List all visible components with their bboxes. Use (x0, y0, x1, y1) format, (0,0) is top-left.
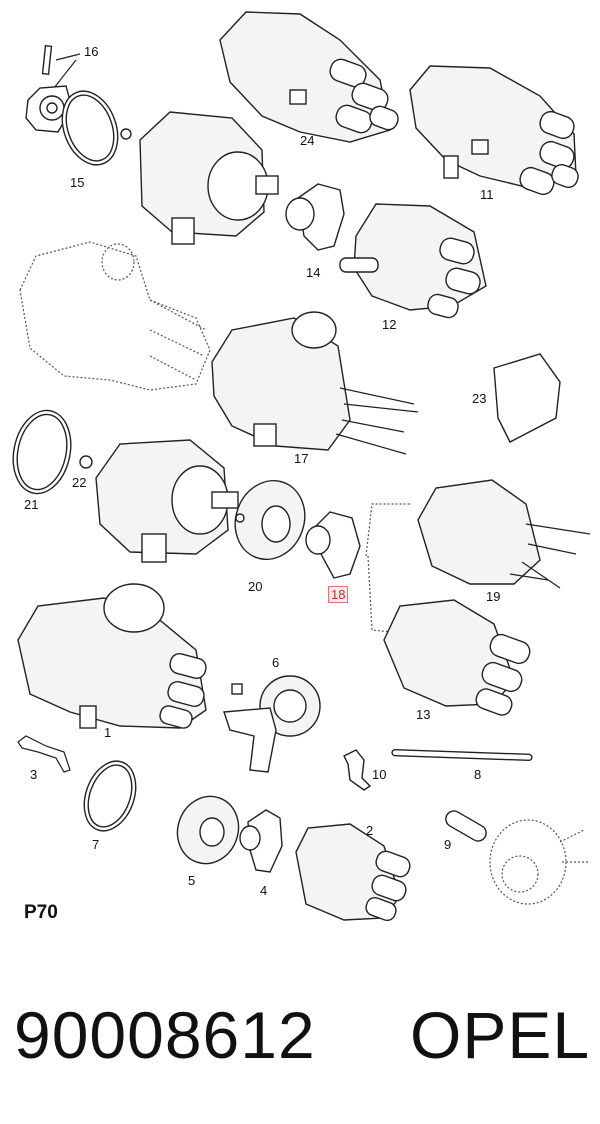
label-8: 8 (474, 767, 482, 782)
plate-5-drawing (176, 795, 240, 865)
brand-name: OPEL (410, 998, 591, 1072)
cap-11-drawing (409, 65, 579, 196)
washer-22-drawing (79, 455, 93, 469)
page-code: P70 (24, 902, 58, 923)
label-24: 24 (300, 133, 315, 148)
pin-16-drawing (41, 44, 81, 89)
seal-ring-7-drawing (83, 760, 137, 832)
label-12: 12 (382, 317, 397, 332)
parts-diagram: 16 15 24 11 14 12 23 17 21 22 20 18 19 1… (12, 11, 591, 922)
label-17: 17 (294, 451, 309, 466)
label-16: 16 (84, 44, 99, 59)
label-10: 10 (372, 767, 387, 782)
label-6: 6 (272, 655, 280, 670)
footer: 90008612 OPEL (0, 990, 600, 1080)
label-5: 5 (188, 873, 196, 888)
label-22: 22 (72, 475, 87, 490)
label-18-highlighted: 18 (328, 586, 349, 603)
label-13: 13 (416, 707, 431, 722)
vacuum-unit-6-drawing (223, 675, 321, 773)
label-4: 4 (260, 883, 268, 898)
label-3: 3 (30, 767, 38, 782)
label-21: 21 (24, 497, 39, 512)
rotor-18-drawing (305, 511, 361, 579)
part-number: 90008612 (14, 998, 316, 1072)
distributor-housing-drawing (95, 439, 239, 563)
connector-lines (365, 503, 412, 633)
cap-2-drawing (295, 823, 411, 922)
rotor-4-drawing (239, 809, 283, 873)
label-14: 14 (306, 265, 321, 280)
seal-ring-21-drawing (12, 409, 72, 495)
cap-17-drawing (211, 311, 419, 455)
distributor-assembly-1-drawing (17, 583, 207, 729)
reference-vacuum-outline (489, 819, 590, 905)
label-1: 1 (104, 725, 112, 740)
cover-23-drawing (493, 353, 561, 443)
label-19: 19 (486, 589, 501, 604)
rotor-14-drawing (285, 183, 345, 251)
hose-10-drawing (343, 749, 372, 791)
cap-24-drawing (219, 11, 399, 143)
cap-13-drawing (383, 599, 531, 716)
cap-19-drawing (417, 479, 591, 589)
label-23: 23 (472, 391, 487, 406)
label-7: 7 (92, 837, 100, 852)
bracket-15-drawing (25, 85, 132, 166)
rod-8-drawing (391, 748, 533, 762)
cap-12-drawing (339, 203, 487, 319)
exploded-view-drawing (12, 11, 591, 922)
label-2: 2 (366, 823, 374, 838)
plate-20-drawing (234, 479, 306, 561)
label-15: 15 (70, 175, 85, 190)
label-11: 11 (480, 187, 494, 202)
distributor-body-drawing (139, 111, 279, 245)
tube-9-drawing (445, 810, 487, 842)
label-9: 9 (444, 837, 452, 852)
clip-3-drawing (17, 735, 71, 773)
label-20: 20 (248, 579, 263, 594)
reference-distributor-outline (19, 241, 211, 391)
